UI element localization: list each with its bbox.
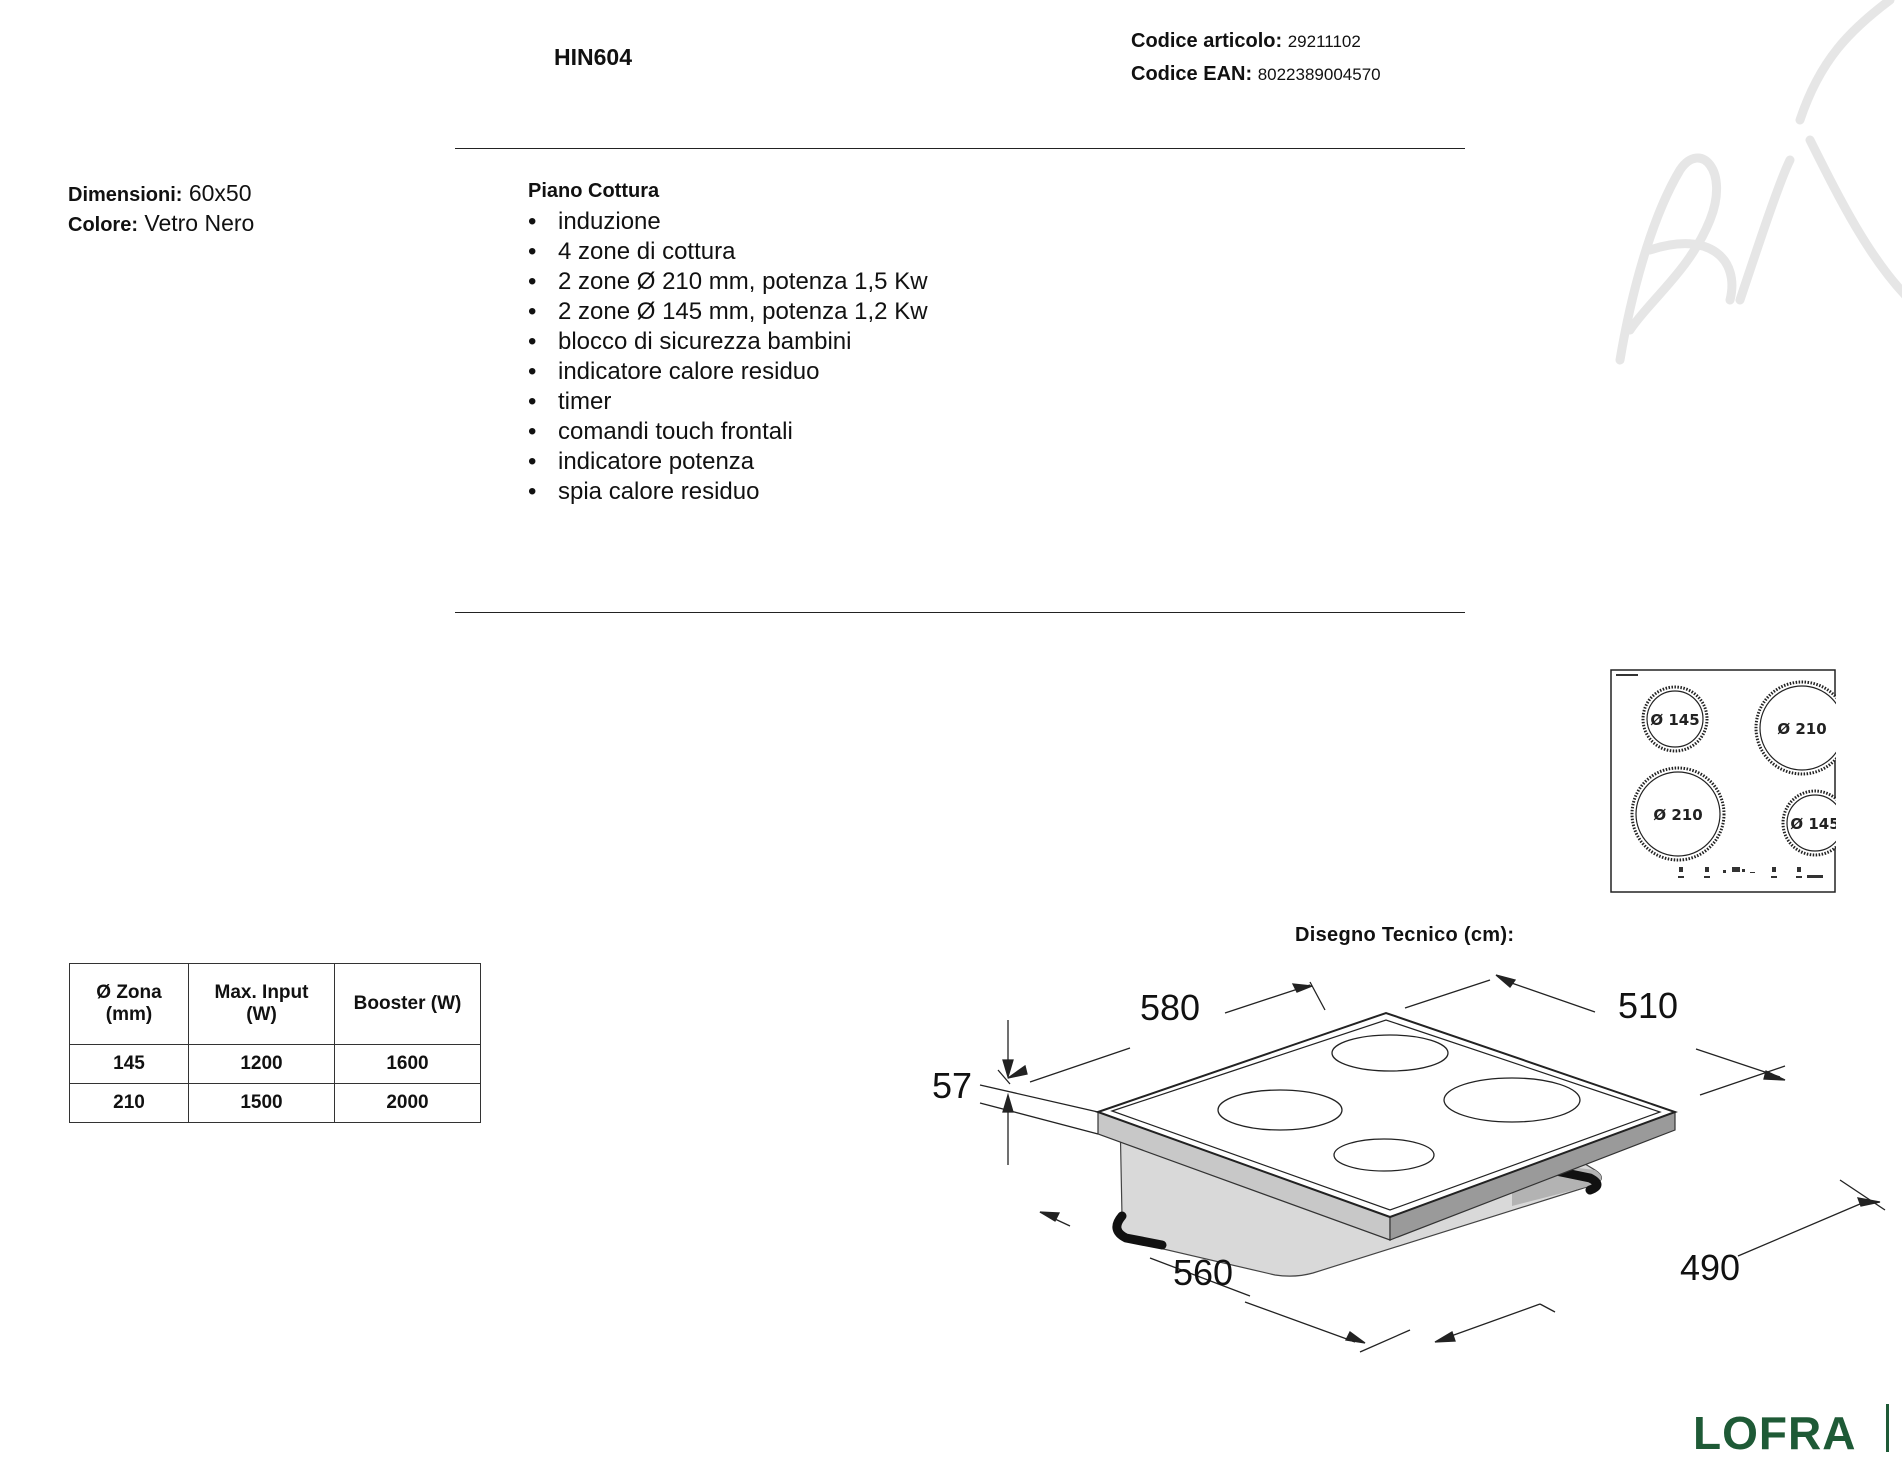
bottom-divider bbox=[455, 612, 1465, 613]
hob-top-inner bbox=[1110, 1019, 1662, 1211]
header-booster-text: Booster (W) bbox=[353, 993, 462, 1014]
logo-bar bbox=[1886, 1404, 1889, 1452]
model-name: HIN604 bbox=[554, 44, 632, 70]
table-row: 145 1200 1600 bbox=[69, 1044, 481, 1084]
zone-table: Ø Zona (mm) Max. Input (W) Booster (W) 1… bbox=[69, 963, 481, 1123]
ean-code-value: 8022389004570 bbox=[1257, 65, 1381, 84]
header-zone-text: Ø Zona (mm) bbox=[96, 982, 162, 1025]
cutout-edge-right bbox=[1507, 1157, 1602, 1195]
color: Colore: Vetro Nero bbox=[68, 208, 254, 240]
technical-drawing: 580 510 57 560 490 bbox=[932, 974, 1886, 1353]
zone-label: Ø 210 bbox=[1777, 720, 1826, 738]
color-value: Vetro Nero bbox=[144, 210, 255, 236]
header-booster: Booster (W) bbox=[334, 963, 481, 1045]
article-code: Codice articolo: 29211102 bbox=[1131, 30, 1361, 53]
header-zone: Ø Zona (mm) bbox=[69, 963, 189, 1045]
lofra-logo: LOFRA bbox=[1693, 1407, 1857, 1459]
header-max-input: Max. Input (W) bbox=[188, 963, 335, 1045]
watermark-decoration bbox=[1615, 0, 1902, 365]
burner-back bbox=[1331, 1034, 1449, 1072]
features-title: Piano Cottura bbox=[528, 180, 660, 202]
dimensions-value: 60x50 bbox=[188, 180, 252, 206]
zone-label: Ø 210 bbox=[1653, 806, 1702, 824]
dim-line bbox=[1029, 1047, 1131, 1083]
feature-item: •comandi touch frontali bbox=[528, 418, 793, 445]
zone-label: Ø 145 bbox=[1650, 711, 1699, 729]
cutout-edge-left bbox=[1112, 1211, 1167, 1250]
dim-depth: 510 bbox=[1618, 985, 1678, 1026]
dim-cut-depth: 490 bbox=[1680, 1247, 1740, 1288]
cell-booster: 1600 bbox=[334, 1044, 481, 1084]
article-code-value: 29211102 bbox=[1287, 32, 1361, 51]
cell-zone: 210 bbox=[69, 1083, 189, 1123]
feature-item: •spia calore residuo bbox=[528, 478, 760, 505]
hob-brand-mark bbox=[1616, 674, 1638, 676]
touch-controls bbox=[1678, 867, 1823, 878]
article-code-label: Codice articolo: bbox=[1131, 30, 1283, 52]
feature-item: •timer bbox=[528, 388, 612, 415]
feature-item: •2 zone Ø 145 mm, potenza 1,2 Kw bbox=[528, 298, 928, 325]
feature-item: •2 zone Ø 210 mm, potenza 1,5 Kw bbox=[528, 268, 928, 295]
ean-code: Codice EAN: 8022389004570 bbox=[1131, 63, 1381, 86]
feature-item: •indicatore calore residuo bbox=[528, 358, 820, 385]
dimensions: Dimensioni: 60x50 bbox=[68, 178, 252, 210]
zone-label: Ø 145 bbox=[1790, 815, 1836, 833]
cell-booster: 2000 bbox=[334, 1083, 481, 1123]
burner-left bbox=[1217, 1089, 1343, 1131]
hob-top-view: Ø 145 Ø 210 Ø 210 Ø 145 bbox=[1610, 669, 1836, 893]
cell-max-input: 1500 bbox=[188, 1083, 335, 1123]
dimensions-label: Dimensioni: bbox=[68, 184, 183, 206]
feature-item: •4 zone di cottura bbox=[528, 238, 736, 265]
hob-top bbox=[1094, 1011, 1678, 1219]
features-list: •induzione •4 zone di cottura •2 zone Ø … bbox=[528, 207, 928, 507]
drawing-title: Disegno Tecnico (cm): bbox=[1295, 924, 1515, 946]
ean-code-label: Codice EAN: bbox=[1131, 63, 1253, 85]
header-max-input-text: Max. Input (W) bbox=[214, 982, 309, 1025]
dim-width: 580 bbox=[1140, 987, 1200, 1028]
feature-item: •induzione bbox=[528, 208, 661, 235]
cell-max-input: 1200 bbox=[188, 1044, 335, 1084]
top-divider bbox=[455, 148, 1465, 149]
table-row: 210 1500 2000 bbox=[69, 1083, 481, 1123]
color-label: Colore: bbox=[68, 214, 138, 236]
cell-zone: 145 bbox=[69, 1044, 189, 1084]
feature-item: •blocco di sicurezza bambini bbox=[528, 328, 852, 355]
burner-right bbox=[1443, 1077, 1581, 1123]
burner-front bbox=[1333, 1138, 1435, 1172]
feature-item: •indicatore potenza bbox=[528, 448, 755, 475]
dim-cut-width: 560 bbox=[1173, 1252, 1233, 1293]
table-header-row: Ø Zona (mm) Max. Input (W) Booster (W) bbox=[69, 963, 481, 1045]
dim-height: 57 bbox=[932, 1065, 972, 1106]
